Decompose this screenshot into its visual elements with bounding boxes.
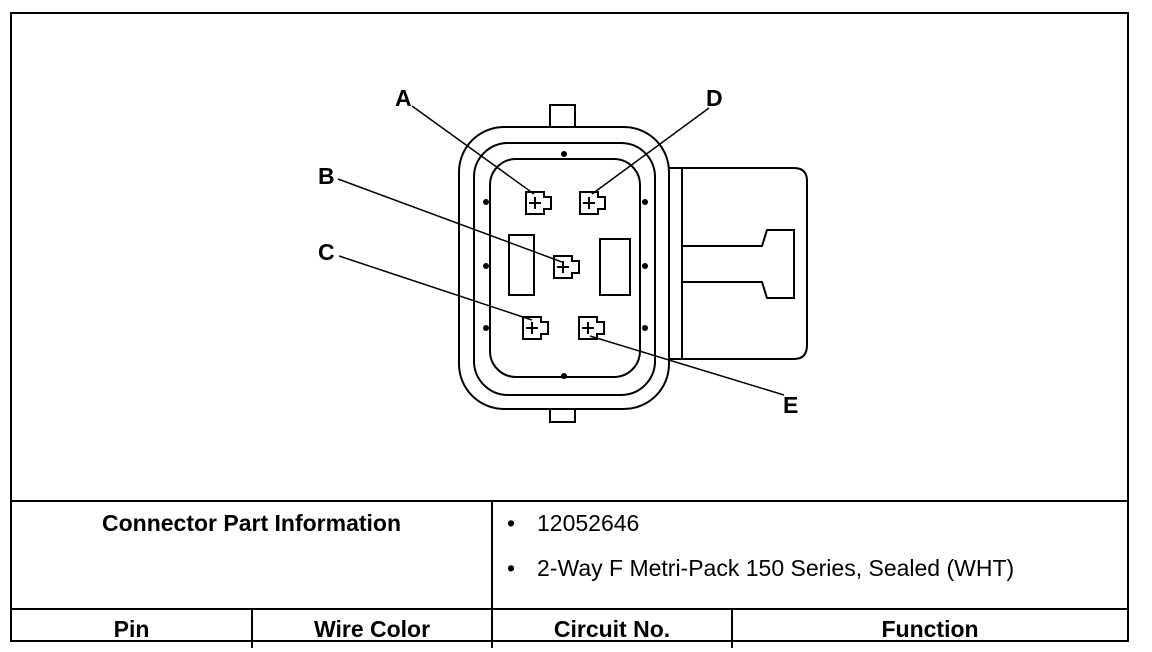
connector-end-view-frame: A B C D E Connector Part Information • 12…	[10, 12, 1129, 648]
part-number: 12052646	[537, 510, 640, 536]
pin-label-a: A	[395, 85, 412, 111]
connector-diagram: A B C D E	[318, 85, 808, 423]
pin-label-c: C	[318, 239, 335, 265]
part-description-item: • 2-Way F Metri-Pack 150 Series, Sealed (…	[507, 555, 1127, 600]
terminal-cavity-d	[579, 191, 606, 215]
connector-side-latch	[669, 167, 808, 360]
part-description: 2-Way F Metri-Pack 150 Series, Sealed (W…	[537, 555, 1015, 581]
terminal-cavity-c	[522, 316, 549, 340]
header-function: Function	[731, 608, 1128, 648]
table-header-row: Pin Wire Color Circuit No. Function	[12, 608, 1128, 648]
terminal-cavity-a	[525, 191, 552, 215]
connector-key-rib-left	[508, 234, 535, 296]
header-circuit-no: Circuit No.	[491, 608, 734, 648]
pin-label-d: D	[706, 85, 723, 111]
header-pin: Pin	[12, 608, 253, 648]
leader-line-b	[337, 178, 563, 263]
leader-line-d	[591, 107, 710, 195]
bullet-icon: •	[507, 555, 516, 581]
header-wire-color: Wire Color	[250, 608, 494, 648]
terminal-cavity-b	[553, 255, 580, 279]
terminal-cavity-e	[578, 316, 605, 340]
leader-line-a	[411, 105, 535, 195]
leader-line-c	[338, 255, 533, 321]
part-info-cell: • 12052646 • 2-Way F Metri-Pack 150 Series…	[491, 500, 1128, 610]
part-number-item: • 12052646	[507, 510, 1127, 555]
connector-info-table: Connector Part Information • 12052646 • 2-…	[12, 500, 1128, 648]
part-info-row: Connector Part Information • 12052646 • 2-…	[12, 500, 1128, 610]
connector-seal-ring	[473, 142, 656, 396]
leader-line-e	[589, 335, 785, 396]
bullet-icon: •	[507, 510, 516, 536]
pin-label-b: B	[318, 163, 335, 189]
part-info-list: • 12052646 • 2-Way F Metri-Pack 150 Series…	[493, 502, 1127, 600]
connector-top-tab	[549, 104, 576, 128]
part-info-title: Connector Part Information	[12, 500, 494, 610]
connector-key-rib-right	[599, 238, 631, 296]
pin-label-e: E	[783, 392, 798, 418]
